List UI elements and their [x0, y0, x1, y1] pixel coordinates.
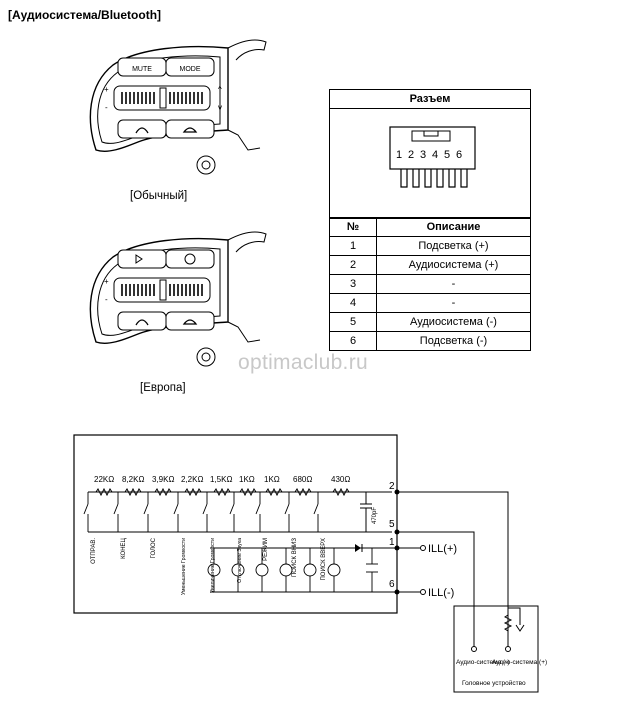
pin-5-label: 5: [389, 519, 395, 530]
switch-label: ГОЛОС: [151, 537, 157, 558]
vol-minus-label: -: [105, 103, 108, 112]
connector-panel: Разъем 1 2 3 4 5 6: [329, 89, 531, 219]
pin-1: 1: [396, 149, 402, 161]
col-number: №: [329, 217, 377, 237]
steering-switch-normal-illustration: MUTE MODE + - ^ v: [89, 39, 267, 175]
col-description: Описание: [376, 217, 531, 237]
pin-6-label: 6: [389, 579, 395, 590]
switch-label: ПОИСК ВНИЗ: [292, 538, 298, 577]
pin-4: 4: [432, 149, 438, 161]
connector-drawing: 1 2 3 4 5 6: [389, 126, 476, 188]
section-title: [Аудиосистема/Bluetooth]: [8, 8, 162, 22]
switch-label: Уменьшение Громкости: [181, 538, 187, 595]
mode-label: MODE: [180, 66, 201, 73]
pin-6: 6: [456, 149, 462, 161]
table-row: 4-: [329, 293, 531, 313]
eu-vol-minus-label: -: [105, 295, 108, 304]
ill-plus-label: ILL(+): [428, 543, 457, 555]
steering-switch-europe-illustration: + -: [89, 231, 267, 367]
switch-label: Отключение Звука: [237, 538, 243, 583]
resistor-label: 22KΩ: [94, 475, 114, 484]
vol-plus-label: +: [104, 85, 109, 94]
watermark: optimaclub.ru: [238, 351, 368, 374]
resistor-label: 430Ω: [331, 475, 350, 484]
caption-europe: [Европа]: [140, 382, 186, 394]
svg-text:^: ^: [218, 85, 222, 94]
capacitor-label: 470pF: [372, 507, 378, 524]
head-audio-plus: Аудио-система (+): [492, 659, 547, 666]
table-row: 3-: [329, 274, 531, 294]
resistor-label: 3,9KΩ: [152, 475, 174, 484]
resistor-label: 1,5KΩ: [210, 475, 232, 484]
switch-label: Увеличение Громкости: [210, 538, 216, 593]
pin-2: 2: [408, 149, 414, 161]
head-audio-minus: Аудио-система (-): [456, 659, 510, 666]
pin-2-label: 2: [389, 481, 395, 492]
head-unit-label: Головное устройство: [462, 679, 526, 687]
switch-label: КОНЕЦ: [121, 537, 127, 558]
caption-normal: [Обычный]: [130, 190, 188, 202]
connector-header: Разъем: [330, 90, 530, 109]
resistor-label: 680Ω: [293, 475, 312, 484]
pin-3: 3: [420, 149, 426, 161]
eu-vol-plus-label: +: [104, 277, 109, 286]
switch-label: ОТПРАВ.: [91, 538, 97, 564]
svg-text:v: v: [218, 103, 222, 112]
pin-1-label: 1: [389, 537, 395, 548]
switch-label: РЕЖИМ: [263, 538, 269, 561]
circuit-schematic: 22KΩ 8,2KΩ 3,9KΩ 2,2KΩ 1,5KΩ 1KΩ 1KΩ 680…: [73, 434, 547, 693]
resistor-label: 1KΩ: [264, 475, 280, 484]
mute-label: MUTE: [132, 66, 152, 73]
resistor-label: 8,2KΩ: [122, 475, 144, 484]
ill-minus-label: ILL(-): [428, 587, 454, 599]
switch-label: ПОИСК ВВЕРХ: [321, 538, 327, 581]
pin-5: 5: [444, 149, 450, 161]
resistor-label: 1KΩ: [239, 475, 255, 484]
resistor-label: 2,2KΩ: [181, 475, 203, 484]
